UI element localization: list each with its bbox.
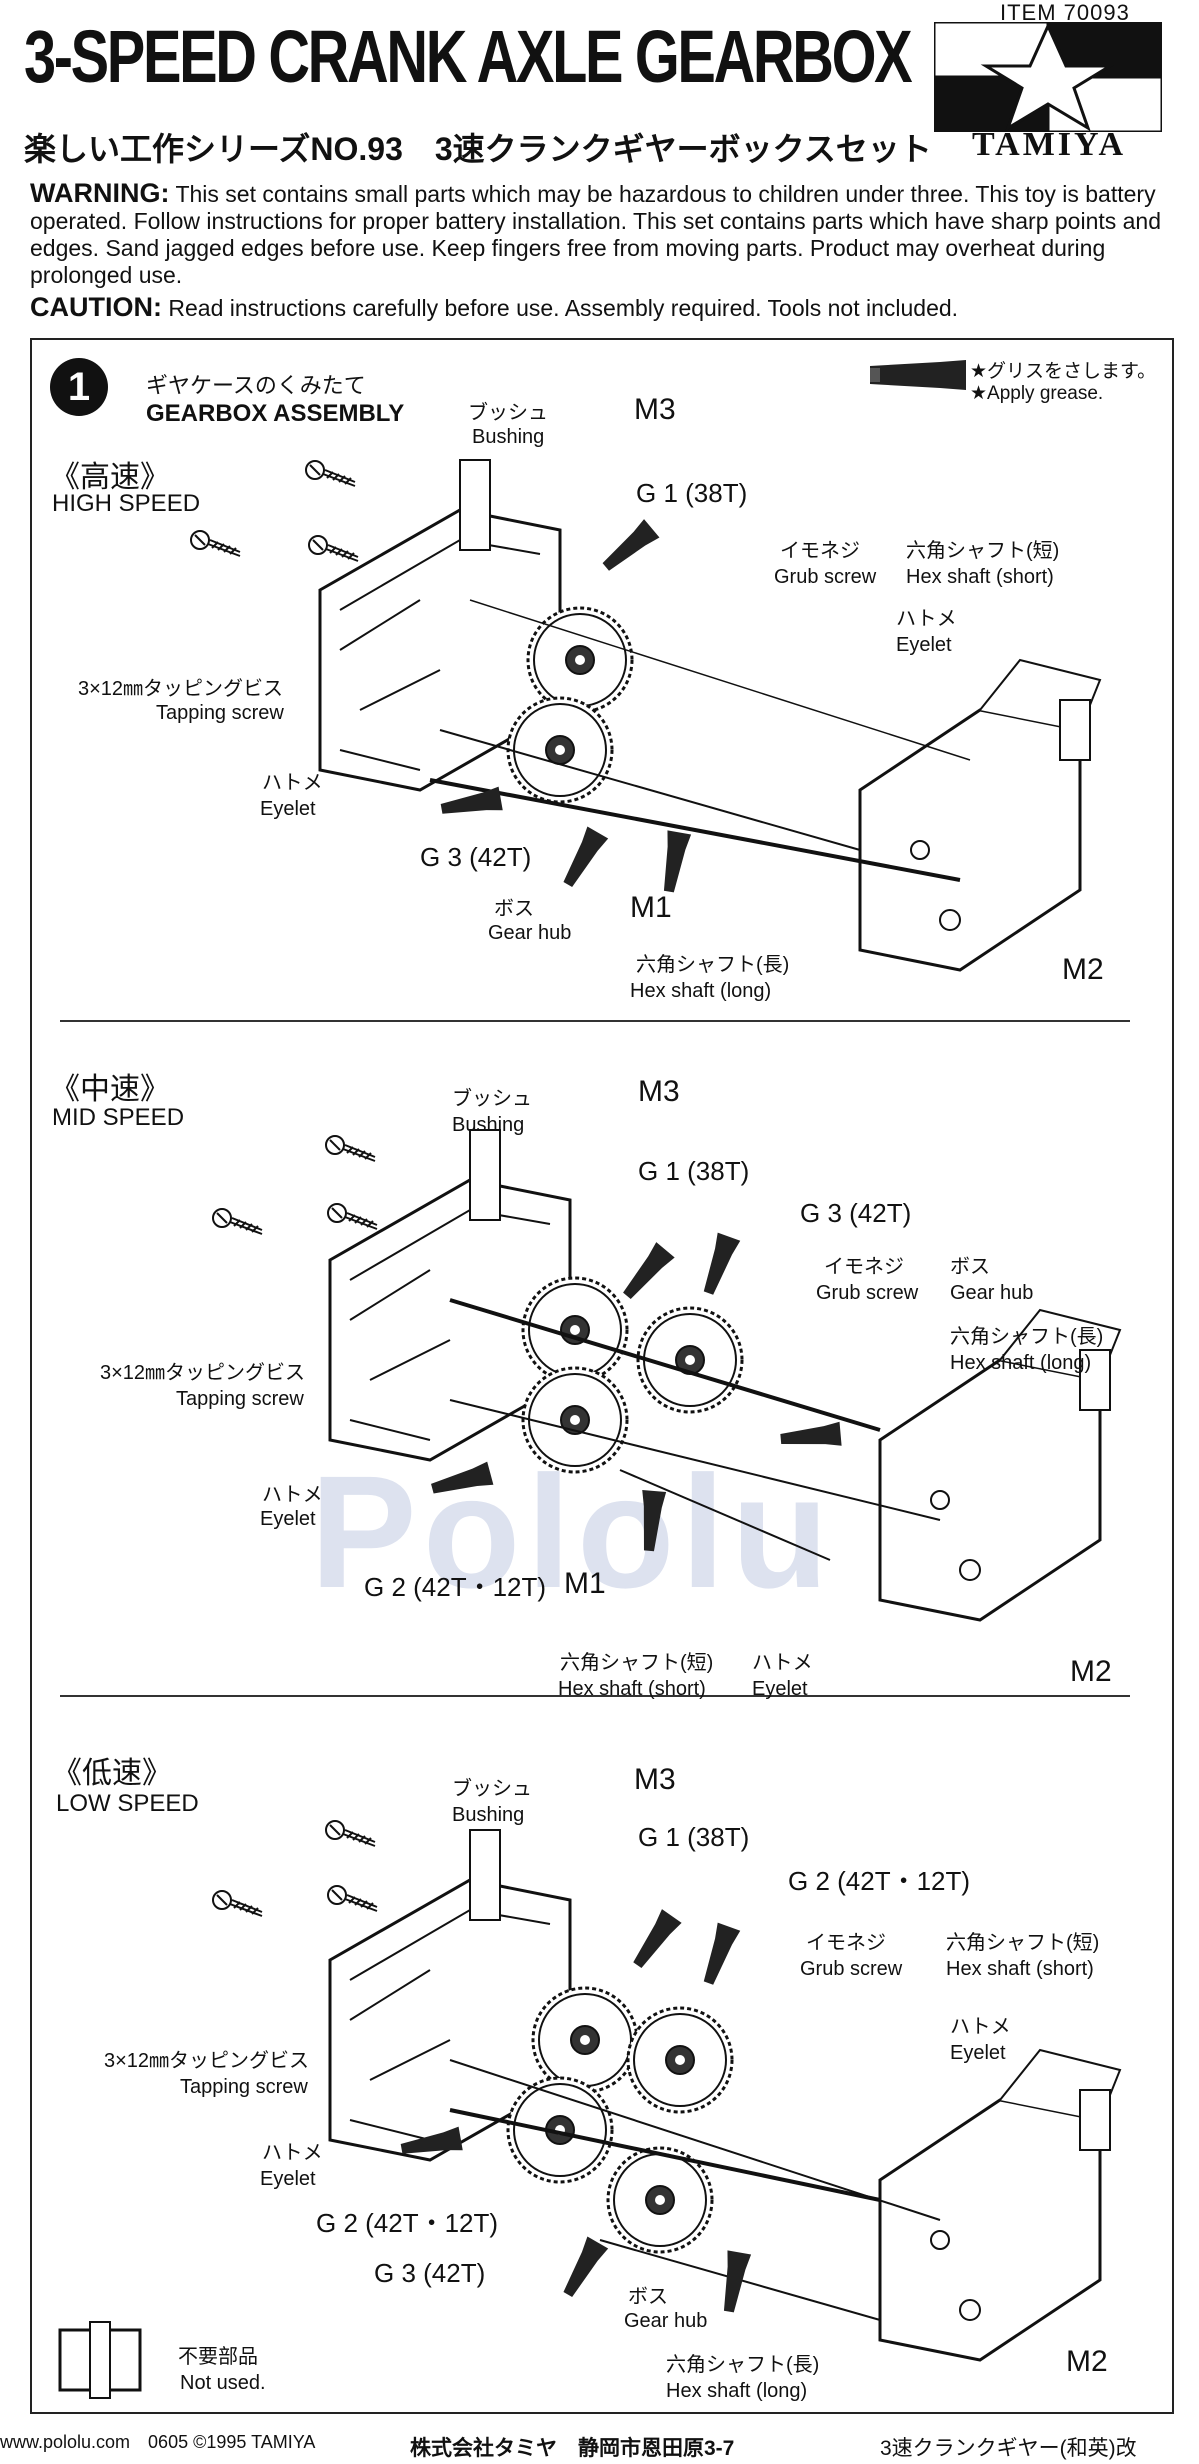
label-hex-short-jp: 六角シャフト(短) xyxy=(906,540,1060,562)
label-g3: G 3 (42T) xyxy=(800,1198,912,1228)
label-eyelet2-jp: ハトメ xyxy=(262,2142,323,2164)
label-boss-en: Gear hub xyxy=(488,922,572,944)
label-tapping-jp: 3×12㎜タッピングビス xyxy=(104,2050,310,2072)
label-bushing-en: Bushing xyxy=(452,1114,525,1136)
label-boss-jp: ボス xyxy=(628,2286,668,2308)
section-low-jp: 《低速》 xyxy=(52,1757,172,1790)
caution-label: CAUTION: xyxy=(30,292,162,322)
label-tapping-en: Tapping screw xyxy=(180,2076,308,2098)
label-grub-en: Grub screw xyxy=(800,1958,903,1980)
label-bushing-jp: ブッシュ xyxy=(468,402,548,424)
label-grub-jp: イモネジ xyxy=(780,540,860,562)
section-divider xyxy=(60,1020,1130,1022)
warning-label: WARNING: xyxy=(30,178,170,208)
grease-note-jp: ★グリスをさします。 xyxy=(970,361,1157,382)
label-boss-en: Gear hub xyxy=(624,2310,708,2332)
item-number: ITEM 70093 xyxy=(1000,0,1130,25)
label-grub-en: Grub screw xyxy=(816,1282,919,1304)
label-bushing-jp: ブッシュ xyxy=(452,1778,532,1800)
label-m3: M3 xyxy=(634,393,676,426)
label-m3: M3 xyxy=(634,1763,676,1796)
label-bushing-en: Bushing xyxy=(452,1804,525,1826)
label-eyelet2-en: Eyelet xyxy=(752,1678,808,1700)
label-eyelet2-jp: ハトメ xyxy=(262,772,323,794)
label-m2: M2 xyxy=(1070,1655,1112,1688)
label-unused-en: Not used. xyxy=(180,2372,266,2394)
section-high-en: HIGH SPEED xyxy=(52,490,201,517)
footer-right: 3速クランクギヤー(和英)改 xyxy=(880,2437,1137,2460)
label-g1: G 1 (38T) xyxy=(638,1156,750,1186)
label-eyelet2-en: Eyelet xyxy=(260,2168,316,2190)
warning-text: This set contains small parts which may … xyxy=(30,181,1162,288)
label-hex-short-jp: 六角シャフト(短) xyxy=(946,1932,1100,1954)
label-eyelet2-jp: ハトメ xyxy=(752,1652,813,1674)
label-g1: G 1 (38T) xyxy=(638,1822,750,1852)
label-boss-jp: ボス xyxy=(950,1256,990,1278)
label-eyelet-en: Eyelet xyxy=(260,1508,316,1530)
section-divider xyxy=(60,1695,1130,1697)
unused-part-icon xyxy=(58,2321,142,2399)
label-g3: G 3 (42T) xyxy=(420,842,532,872)
label-hex-long-en: Hex shaft (long) xyxy=(950,1352,1092,1374)
footer-left: www.pololu.com 0605 ©1995 TAMIYA xyxy=(0,2432,316,2452)
label-tapping-jp: 3×12㎜タッピングビス xyxy=(78,678,284,700)
section-high-jp: 《高速》 xyxy=(50,461,170,494)
label-grub-en: Grub screw xyxy=(774,566,877,588)
label-boss-jp: ボス xyxy=(494,898,534,920)
label-hex-long-en: Hex shaft (long) xyxy=(630,980,772,1002)
label-eyelet-en: Eyelet xyxy=(896,634,952,656)
tamiya-star-logo-icon xyxy=(934,22,1162,132)
label-g2-top: G 2 (42T・12T) xyxy=(788,1866,971,1896)
footer-middle: 株式会社タミヤ 静岡市恩田原3-7 xyxy=(410,2437,735,2460)
label-m2: M2 xyxy=(1066,2345,1108,2378)
label-unused-jp: 不要部品 xyxy=(178,2346,258,2368)
tamiya-brand: TAMIYA xyxy=(971,126,1127,163)
label-m1: M1 xyxy=(630,891,672,924)
label-bushing-en: Bushing xyxy=(472,426,545,448)
label-tapping-en: Tapping screw xyxy=(156,702,284,724)
step-number-badge: 1 xyxy=(50,358,108,416)
label-eyelet-jp: ハトメ xyxy=(950,2016,1011,2038)
label-eyelet-en: Eyelet xyxy=(950,2042,1006,2064)
label-g1: G 1 (38T) xyxy=(636,478,748,508)
label-tapping-jp: 3×12㎜タッピングビス xyxy=(100,1362,306,1384)
caution-text: Read instructions carefully before use. … xyxy=(168,295,959,321)
label-m3: M3 xyxy=(638,1075,680,1108)
instruction-frame xyxy=(30,338,1174,2414)
label-eyelet-jp: ハトメ xyxy=(896,608,957,630)
label-g2: G 2 (42T・12T) xyxy=(316,2208,499,2238)
label-tapping-en: Tapping screw xyxy=(176,1388,304,1410)
label-hex-short-en: Hex shaft (short) xyxy=(558,1678,706,1700)
label-hex-long-jp: 六角シャフト(長) xyxy=(666,2354,820,2376)
label-boss-en: Gear hub xyxy=(950,1282,1034,1304)
label-hex-long-en: Hex shaft (long) xyxy=(666,2380,808,2402)
label-grub-jp: イモネジ xyxy=(806,1932,886,1954)
section-mid-jp: 《中速》 xyxy=(50,1073,170,1106)
label-hex-short-en: Hex shaft (short) xyxy=(946,1958,1094,1980)
label-hex-long-jp: 六角シャフト(長) xyxy=(636,954,790,976)
label-g3: G 3 (42T) xyxy=(374,2258,486,2288)
section-low-en: LOW SPEED xyxy=(56,1790,199,1817)
section-mid-en: MID SPEED xyxy=(52,1104,185,1131)
label-hex-short-jp: 六角シャフト(短) xyxy=(560,1652,714,1674)
grease-tube-icon xyxy=(870,360,966,390)
label-eyelet-jp: ハトメ xyxy=(262,1484,323,1506)
step-title-en: GEARBOX ASSEMBLY xyxy=(146,400,405,427)
warning-block: WARNING: This set contains small parts w… xyxy=(30,180,1170,289)
label-hex-short-en: Hex shaft (short) xyxy=(906,566,1054,588)
label-bushing-jp: ブッシュ xyxy=(452,1088,532,1110)
page-title: 3-SPEED CRANK AXLE GEARBOX xyxy=(24,15,913,98)
label-m1: M1 xyxy=(564,1567,606,1600)
caution-block: CAUTION: Read instructions carefully bef… xyxy=(30,292,1170,323)
label-eyelet2-en: Eyelet xyxy=(260,798,316,820)
grease-note-en: ★Apply grease. xyxy=(970,383,1104,404)
step-title-jp: ギヤケースのくみたて xyxy=(146,373,366,398)
label-g2: G 2 (42T・12T) xyxy=(364,1572,547,1602)
label-m2: M2 xyxy=(1062,953,1104,986)
label-grub-jp: イモネジ xyxy=(824,1256,904,1278)
page-subtitle-jp: 楽しい工作シリーズNO.93 3速クランクギヤーボックスセット xyxy=(24,131,932,167)
label-hex-long-jp: 六角シャフト(長) xyxy=(950,1326,1104,1348)
